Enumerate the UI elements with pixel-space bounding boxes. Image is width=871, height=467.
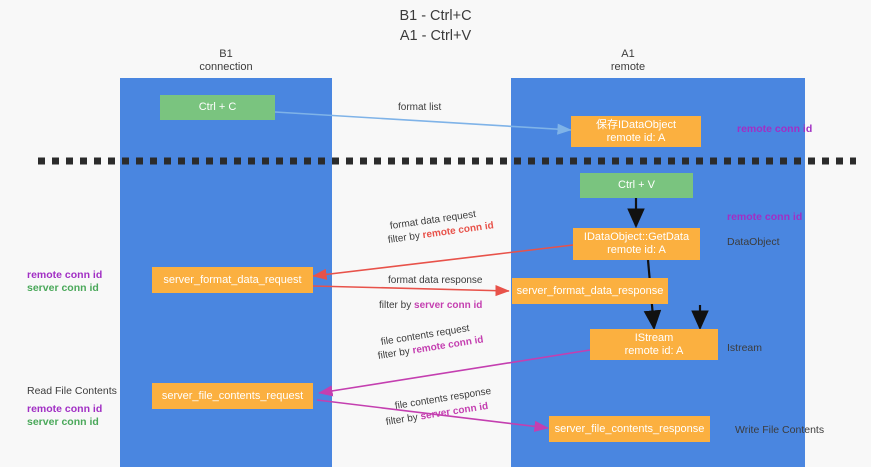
column-header-b1: B1 connection — [156, 48, 296, 74]
box-server-format-data-request[interactable]: server_format_data_request — [152, 267, 313, 293]
column-header-b1-subtitle: connection — [199, 61, 253, 73]
box-ctrl-c-line1: Ctrl + C — [198, 101, 237, 113]
box-save-idataobject-line1: 保存IDataObject — [595, 118, 677, 131]
label-filter-server-conn-id: server conn id — [414, 300, 483, 311]
box-server-file-contents-request[interactable]: server_file_contents_request — [152, 383, 313, 409]
box-server-format-data-request-label: server_format_data_request — [163, 273, 302, 286]
side-label-remote-conn-id-left-1: remote conn id — [27, 269, 103, 281]
column-header-a1: A1 remote — [558, 48, 698, 74]
label-filter-prefix-2: filter by — [379, 300, 415, 311]
label-format-data-response: format data response — [388, 275, 483, 286]
box-getdata-line2: remote id: A — [607, 244, 666, 256]
box-getdata-line1: IDataObject::GetData — [583, 231, 690, 243]
side-label-remote-conn-id-left-2: remote conn id — [27, 403, 103, 415]
title-line-2: A1 - Ctrl+V — [399, 28, 472, 44]
box-server-format-data-response-label: server_format_data_response — [516, 284, 664, 297]
label-format-list: format list — [398, 102, 442, 113]
side-label-server-conn-id-left-1: server conn id — [27, 282, 99, 294]
box-istream[interactable]: IStream remote id: A — [590, 329, 718, 360]
label-filter-prefix: filter by — [387, 230, 424, 246]
side-label-server-conn-id-left-2: server conn id — [27, 416, 99, 428]
box-istream-line2: remote id: A — [624, 344, 684, 357]
box-ctrl-c[interactable]: Ctrl + C — [160, 95, 275, 120]
box-server-file-contents-response-label: server_file_contents_response — [554, 422, 705, 435]
box-ctrl-v-line1: Ctrl + V — [618, 179, 655, 191]
box-server-file-contents-response[interactable]: server_file_contents_response — [549, 416, 710, 442]
side-label-remote-conn-id-top: remote conn id — [737, 123, 813, 135]
column-header-a1-title: A1 — [621, 48, 635, 60]
column-header-b1-title: B1 — [219, 48, 233, 60]
box-save-idataobject-line2: remote id: A — [606, 131, 666, 144]
box-server-format-data-response[interactable]: server_format_data_response — [512, 278, 668, 304]
box-save-idataobject[interactable]: 保存IDataObject remote id: A — [571, 116, 701, 147]
side-label-istream: Istream — [727, 342, 763, 354]
label-filter-prefix-4: filter by — [385, 411, 422, 428]
side-label-read-file-contents: Read File Contents — [27, 385, 117, 397]
box-idataobject-getdata[interactable]: IDataObject::GetData remote id: A — [573, 228, 700, 260]
side-label-dataobject: DataObject — [727, 236, 780, 248]
box-istream-line1: IStream — [634, 331, 674, 344]
box-ctrl-v[interactable]: Ctrl + V — [580, 173, 693, 198]
page-title: B1 - Ctrl+C A1 - Ctrl+V — [0, 6, 871, 46]
column-header-a1-subtitle: remote — [610, 61, 646, 73]
side-label-remote-conn-id-mid: remote conn id — [727, 211, 803, 223]
label-format-data-response-filter: filter by server conn id — [379, 299, 482, 312]
side-label-write-file-contents: Write File Contents — [735, 424, 825, 436]
box-server-file-contents-request-label: server_file_contents_request — [161, 389, 304, 402]
title-line-1: B1 - Ctrl+C — [399, 8, 472, 24]
